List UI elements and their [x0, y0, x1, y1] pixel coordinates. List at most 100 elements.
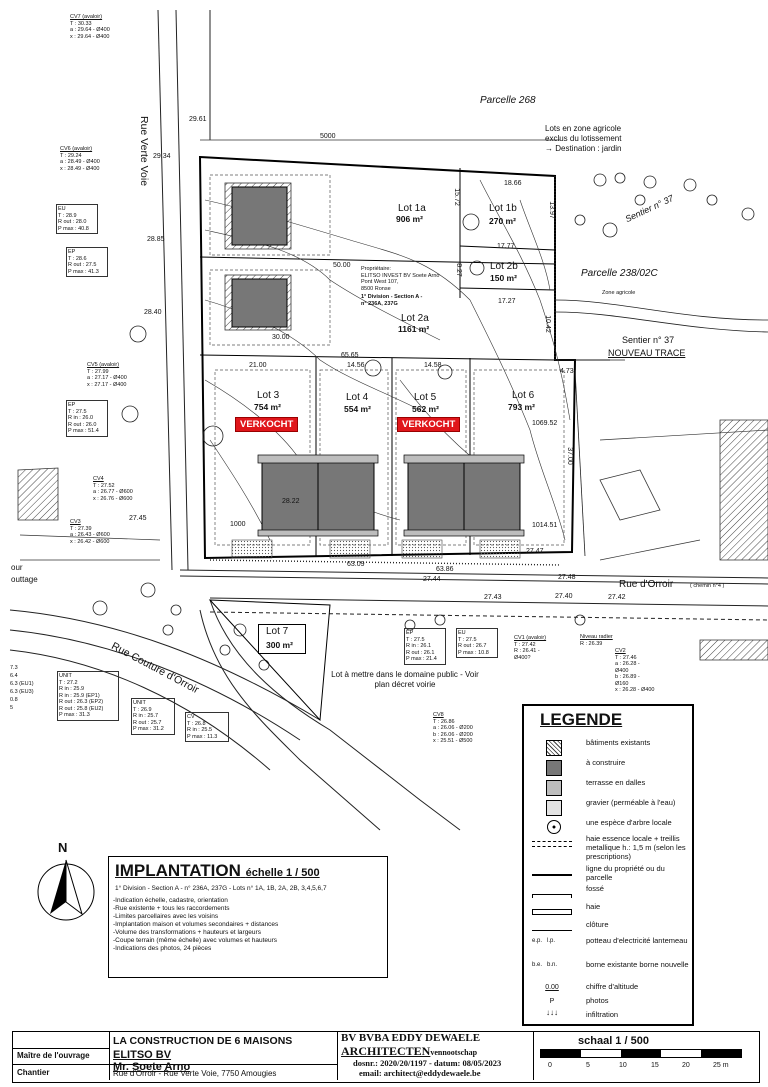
- dim-27-43: 27.43: [484, 594, 502, 601]
- scale-tick: 25 m: [713, 1062, 729, 1069]
- list-item: -Indications des photos, 24 pièces: [113, 945, 212, 952]
- lot-5-label: Lot 5: [414, 392, 437, 403]
- list-item: -Limites parcellaires avec les voisins: [113, 913, 219, 920]
- dim-15-72: 15.72: [452, 188, 460, 206]
- dim-21-00: 21.00: [249, 362, 267, 369]
- lot-4-area: 554 m²: [344, 404, 371, 414]
- office-name-2: ARCHITECTENvennootschap: [341, 1044, 478, 1058]
- legend-item: ↓↓↓ infiltration: [532, 1008, 687, 1022]
- dim-1014-51: 1014.51: [532, 522, 558, 529]
- implantation-subtitle: 1° Division - Section A - n° 236A, 237G …: [115, 885, 327, 892]
- dim-28-40: 28.40: [144, 309, 162, 316]
- implantation-list: -Indication échelle, cadastre, orientati…: [113, 897, 278, 953]
- legend-item: haie essence locale + treillis metalliqu…: [532, 834, 687, 864]
- sentier-path: [554, 299, 768, 557]
- dim-27-44: 27.44: [423, 576, 441, 583]
- dim-27-40: 27.40: [555, 593, 573, 600]
- hedge-icon: [532, 904, 572, 918]
- scale-tick: 15: [651, 1062, 659, 1069]
- lot-6-label: Lot 6: [512, 390, 535, 401]
- zone-agricole-label: Zone agricole: [602, 290, 636, 296]
- parcel-268-label: Parcelle 268: [480, 95, 536, 106]
- title-block: LA CONSTRUCTION DE 6 MAISONS Maître de l…: [12, 1031, 760, 1083]
- infiltration-icon: ↓↓↓: [546, 1008, 558, 1017]
- photo-icon: P: [549, 998, 555, 1005]
- legend-item: b.e. b.n. borne existante borne nouvelle: [532, 960, 689, 982]
- dim-27-45: 27.45: [129, 515, 147, 522]
- trees: [92, 172, 755, 671]
- terraces: [257, 454, 525, 537]
- legend-item: 0.00 chiffre d'altitude: [532, 982, 687, 1002]
- lot-7-area: 300 m²: [266, 640, 293, 650]
- pole-icon: e.p. l.p.: [532, 938, 556, 944]
- lot-7-note: Lot à mettre dans le domaine public - Vo…: [331, 670, 479, 689]
- ditch-icon: [532, 886, 572, 900]
- north-arrow: N: [36, 840, 98, 921]
- hedges: [209, 176, 561, 566]
- street-verte-voie: Rue Verte Voie: [138, 116, 150, 187]
- lot-3-sold-badge: VERKOCHT: [235, 417, 299, 432]
- dim-29-34: 29.34: [153, 153, 171, 160]
- hatched-swatch-icon: [532, 740, 572, 756]
- lot-2b-area: 150 m²: [490, 273, 517, 283]
- legend: LEGENDE bâtiments existants à construire…: [522, 704, 694, 1026]
- lot-7-label: Lot 7: [266, 626, 289, 637]
- maitre-name-2: Mr. Soete Arno: [113, 1061, 191, 1073]
- maitre-label: Maître de l'ouvrage: [17, 1051, 90, 1060]
- lot-6-area: 793 m²: [508, 402, 535, 412]
- road-couture: [9, 599, 461, 831]
- lot-2a-label: Lot 2a: [401, 313, 429, 324]
- fence-icon: [532, 922, 572, 936]
- lot-7-box: Lot 7 300 m²: [258, 624, 306, 654]
- dim-17-27: 17.27: [498, 298, 516, 305]
- parcel-238-label: Parcelle 238/02C: [581, 268, 658, 279]
- lot-1a-label: Lot 1a: [398, 203, 426, 214]
- list-item: -Implantation maison et volumes secondai…: [113, 921, 279, 928]
- list-item: -Rue existente + tous les raccordements: [113, 905, 230, 912]
- north-arrow-icon: [37, 859, 95, 921]
- road-verte-voie: [157, 9, 211, 571]
- scale-title: schaal 1 / 500: [578, 1035, 649, 1047]
- lot-5-sold-badge: VERKOCHT: [397, 417, 461, 432]
- property-line-icon: [532, 866, 572, 880]
- dim-28-22: 28.22: [282, 498, 300, 505]
- legend-title: LEGENDE: [540, 710, 623, 729]
- project-title: LA CONSTRUCTION DE 6 MAISONS: [113, 1035, 293, 1047]
- altitude-icon: 0.00: [545, 984, 559, 991]
- dim-28-85: 28.85: [147, 236, 165, 243]
- implantation-title: IMPLANTATION échelle 1 / 500: [115, 861, 320, 880]
- lot-1b-area: 270 m²: [489, 216, 516, 226]
- dim-17-77: 17.77: [497, 243, 515, 250]
- grey-swatch-icon: [532, 760, 572, 776]
- list-item: -Coupe terrain (même échelle) avec volum…: [113, 937, 278, 944]
- lot-1a-area: 906 m²: [396, 214, 423, 224]
- north-label: N: [58, 840, 68, 855]
- lot-5-area: 562 m²: [412, 404, 439, 414]
- lot-2b-label: Lot 2b: [490, 261, 518, 272]
- office-name: BV BVBA EDDY DEWAELE: [341, 1032, 481, 1044]
- dim-63-09: 63.09: [347, 561, 365, 568]
- boundary-marker-icon: b.e. b.n.: [532, 962, 558, 968]
- dim-14-56: 14.56: [347, 362, 365, 369]
- dossier: dosnr.: 2020/20/1197 - datum: 08/05/2023: [353, 1058, 502, 1068]
- dim-5000: 5000: [320, 133, 336, 140]
- dim-29-61: 29.61: [189, 116, 207, 123]
- lot-3-label: Lot 3: [257, 390, 280, 401]
- legend-item: à construire: [532, 758, 687, 778]
- legend-item: bâtiments existants: [532, 738, 687, 758]
- implantation-box: IMPLANTATION échelle 1 / 500 1° Division…: [108, 856, 388, 978]
- owner-info: Propriétaire: ELITSO INVEST BV Soete Arn…: [361, 266, 440, 307]
